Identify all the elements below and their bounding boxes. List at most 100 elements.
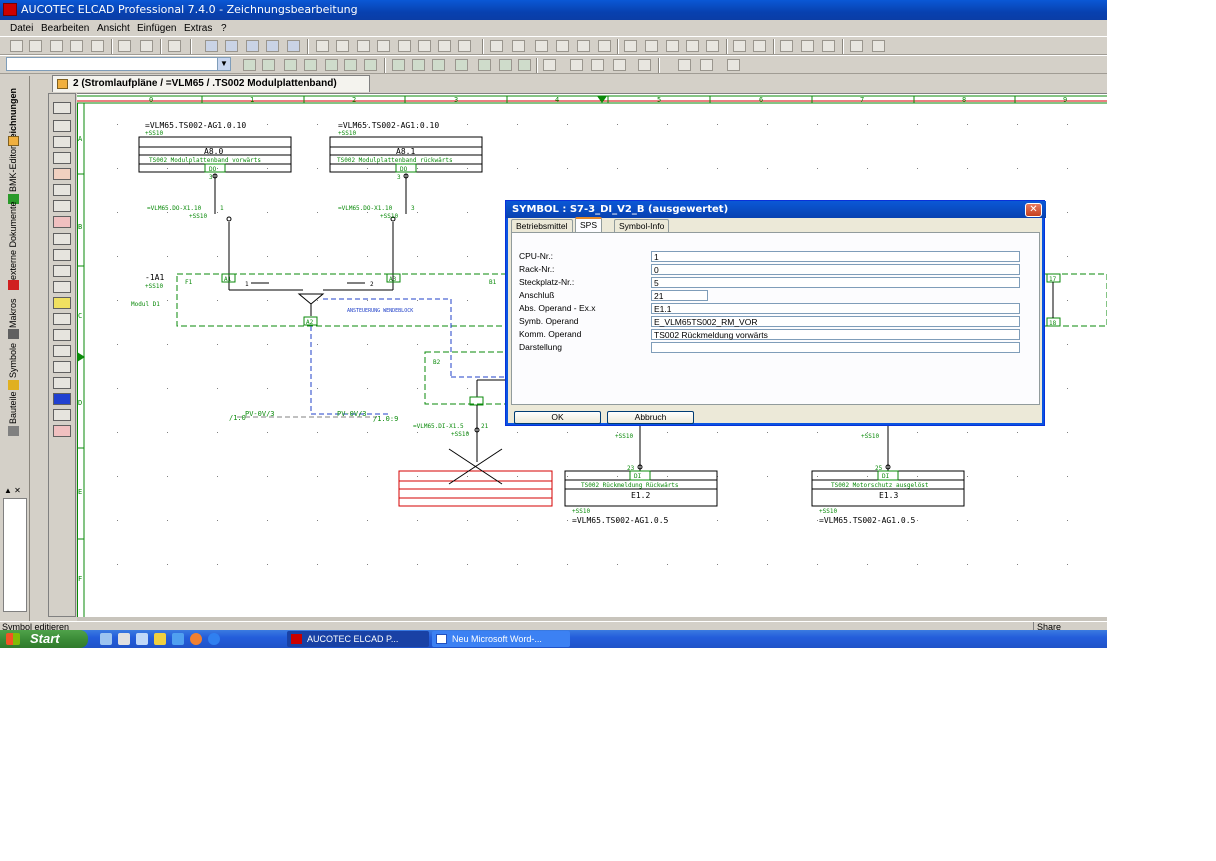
slot-field[interactable]: 5 (651, 277, 1020, 288)
find-icon[interactable] (700, 59, 713, 71)
palette-gear-icon[interactable] (53, 409, 71, 421)
deleted-block[interactable] (398, 448, 553, 507)
tab-betriebsmittel[interactable]: Betriebsmittel (511, 219, 573, 232)
plc-block-a80[interactable]: =VLM65.TS002-AG1.0.10 +SS10 A8.0 TS002 M… (138, 121, 292, 181)
close-icon[interactable]: ✕ (1025, 203, 1042, 217)
replace-icon[interactable] (801, 40, 814, 52)
connector-icon[interactable] (438, 40, 451, 52)
ie-icon[interactable] (208, 633, 220, 645)
task-elcad[interactable]: AUCOTEC ELCAD P... (287, 631, 429, 647)
page-icon[interactable] (205, 40, 218, 52)
menu-help[interactable]: ? (221, 23, 227, 34)
undo-icon[interactable] (850, 40, 863, 52)
find-next-icon[interactable] (822, 40, 835, 52)
sort-az-icon[interactable] (666, 40, 679, 52)
list-icon[interactable] (577, 40, 590, 52)
cable-list-icon[interactable] (638, 59, 651, 71)
terminal-icon[interactable] (377, 40, 390, 52)
device-icon[interactable] (336, 40, 349, 52)
open-drawing-icon[interactable] (70, 40, 83, 52)
firefox-icon[interactable] (190, 633, 202, 645)
cpu-field[interactable]: 1 (651, 251, 1020, 262)
palette-diode-icon[interactable] (53, 136, 71, 148)
delete-wire-icon[interactable] (570, 59, 583, 71)
help-icon[interactable] (168, 40, 181, 52)
document-tab[interactable]: 2 (Stromlaufpläne / =VLM65 / .TS002 Modu… (52, 75, 370, 92)
next-page-icon[interactable] (535, 40, 548, 52)
tab-bauteile[interactable]: Bauteile (6, 391, 22, 438)
palette-relay-icon[interactable] (53, 216, 71, 228)
palette-contact-icon[interactable] (53, 102, 71, 114)
plc-block-e13[interactable]: 25 DI TS002 Motorschutz ausgelöst E1.3 +… (811, 424, 965, 525)
line-icon[interactable] (392, 59, 405, 71)
search-icon[interactable] (780, 40, 793, 52)
node-icon[interactable] (455, 59, 468, 71)
sort-za-icon[interactable] (686, 40, 699, 52)
plc-block-e12[interactable]: 23 DI TS002 Rückmeldung Rückwärts E1.2 +… (564, 424, 718, 525)
zoom-out-icon[interactable] (753, 40, 766, 52)
new-drawing-icon[interactable] (29, 40, 42, 52)
cable-icon[interactable] (357, 40, 370, 52)
tab-zeichnungen[interactable]: Zeichnungen (6, 80, 22, 150)
page-copy-icon[interactable] (266, 40, 279, 52)
comm-operand-field[interactable]: TS002 Rückmeldung vorwärts (651, 329, 1020, 340)
plc-card-icon[interactable] (613, 59, 626, 71)
grid-icon[interactable] (727, 59, 740, 71)
palette-terminal-icon[interactable] (53, 152, 71, 164)
prev-page-icon[interactable] (512, 40, 525, 52)
sort-icon[interactable] (645, 40, 658, 52)
first-page-icon[interactable] (490, 40, 503, 52)
zoom-in-icon[interactable] (733, 40, 746, 52)
menu-extras[interactable]: Extras (184, 23, 213, 34)
cancel-button[interactable]: Abbruch (607, 411, 694, 424)
palette-motor-icon[interactable] (53, 168, 71, 180)
menu-ansicht[interactable]: Ansicht (97, 23, 130, 34)
folder-icon[interactable] (154, 633, 166, 645)
copy-icon[interactable] (364, 59, 377, 71)
palette-spring-icon[interactable] (53, 377, 71, 389)
redo-icon[interactable] (872, 40, 885, 52)
text-icon[interactable] (478, 59, 491, 71)
palette-bus-icon[interactable] (53, 249, 71, 261)
tab-bmk-editor[interactable]: BMK-Editor (6, 146, 22, 204)
tab-externe-dokumente[interactable]: externe Dokumente (6, 201, 22, 290)
palette-switch-icon[interactable] (53, 184, 71, 196)
plc-icon[interactable] (398, 40, 411, 52)
cross-ref-icon[interactable] (556, 40, 569, 52)
palette-fuse-icon[interactable] (53, 233, 71, 245)
palette-lamp-icon[interactable] (53, 297, 71, 309)
menu-einfuegen[interactable]: Einfügen (137, 23, 177, 34)
plug-icon[interactable] (418, 40, 431, 52)
connection-field[interactable]: 21 (651, 290, 708, 301)
palette-capacitor-icon[interactable] (53, 313, 71, 325)
connect-icon[interactable] (412, 59, 425, 71)
menu-bearbeiten[interactable]: Bearbeiten (41, 23, 90, 34)
new-icon[interactable] (10, 40, 23, 52)
print-preview-icon[interactable] (140, 40, 153, 52)
bridge-icon[interactable] (432, 59, 445, 71)
move-right-icon[interactable] (284, 59, 297, 71)
rack-field[interactable]: 0 (651, 264, 1020, 275)
rotate-icon[interactable] (325, 59, 338, 71)
erase-icon[interactable] (518, 59, 531, 71)
palette-plug-icon[interactable] (53, 200, 71, 212)
mirror-icon[interactable] (344, 59, 357, 71)
filter-icon[interactable] (624, 40, 637, 52)
refresh-icon[interactable] (706, 40, 719, 52)
report-icon[interactable] (598, 40, 611, 52)
palette-coil-icon[interactable] (53, 120, 71, 132)
move-left-icon[interactable] (262, 59, 275, 71)
tab-makros[interactable]: Makros (6, 294, 22, 339)
edit-icon[interactable] (316, 40, 329, 52)
palette-net-icon[interactable] (53, 393, 71, 405)
tab-symbole[interactable]: Symbole (6, 342, 22, 390)
diagonal-icon[interactable] (499, 59, 512, 71)
page-props-icon[interactable] (246, 40, 259, 52)
tab-symbol-info[interactable]: Symbol-Info (614, 219, 670, 232)
palette-sensor-icon[interactable] (53, 265, 71, 277)
terminal-strip-icon[interactable] (591, 59, 604, 71)
palette-transformer-icon[interactable] (53, 361, 71, 373)
horizontal-scrollbar[interactable] (77, 617, 1107, 621)
display-field[interactable] (651, 342, 1020, 353)
select-icon[interactable] (243, 59, 256, 71)
